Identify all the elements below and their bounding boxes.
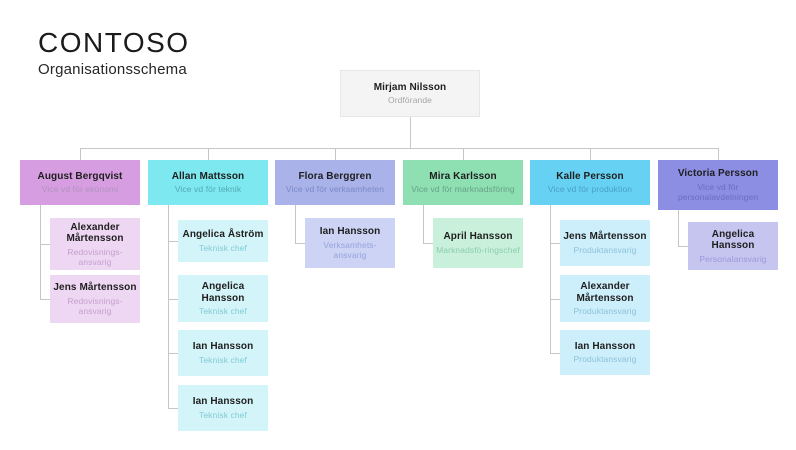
person-name: Mira Karlsson	[429, 170, 497, 182]
stub-connector-line	[40, 244, 50, 245]
stub-connector-line	[168, 241, 178, 242]
branch-connector-line	[208, 148, 209, 160]
stub-connector-line	[295, 243, 305, 244]
branch-connector-line	[463, 148, 464, 160]
person-title: Produktansvarig	[573, 244, 637, 255]
company-title: CONTOSO	[38, 27, 190, 58]
person-title: Teknisk chef	[199, 409, 247, 420]
stub-connector-line	[168, 353, 178, 354]
person-title: Produktansvarig	[573, 354, 637, 365]
person-title: Verksamhets-ansvarig	[323, 239, 377, 260]
stub-connector-line	[550, 243, 560, 244]
stub-connector-line	[168, 408, 178, 409]
person-title: Teknisk chef	[199, 306, 247, 316]
person-name: Mirjam Nilsson	[373, 81, 447, 93]
person-name: Victoria Persson	[677, 168, 759, 180]
person-name: Ian Hansson	[319, 226, 381, 238]
hang-connector-line	[168, 205, 169, 408]
person-title: Personalansvarig	[699, 253, 767, 264]
hang-connector-line	[550, 205, 551, 353]
person-title: Vice vd för personalavdelningen	[677, 181, 759, 202]
person-name: Ian Hansson	[574, 340, 636, 352]
stub-connector-line	[550, 298, 560, 300]
chart-header: CONTOSO Organisationsschema	[38, 27, 190, 79]
branch-connector-line	[590, 148, 591, 160]
person-name: Alexander Mårtensson	[66, 221, 124, 245]
person-title: Vice vd för marknadsföring	[411, 184, 515, 195]
stub-connector-line	[40, 299, 50, 300]
hang-connector-line	[40, 205, 41, 299]
person-name: Flora Berggren	[298, 170, 372, 182]
stub-connector-line	[550, 352, 560, 354]
person-name: April Hansson	[443, 231, 513, 243]
person-name: Allan Mattsson	[171, 170, 245, 182]
root-connector-line	[410, 117, 411, 149]
person-name: Alexander Mårtensson	[576, 281, 634, 304]
person-name: Ian Hansson	[192, 341, 254, 353]
person-title: Ordförande	[388, 95, 432, 106]
person-name: August Bergqvist	[37, 170, 123, 182]
person-title: Redovisnings-ansvarig	[67, 295, 123, 316]
hang-connector-line	[423, 205, 424, 243]
person-title: Teknisk chef	[199, 354, 247, 365]
chart-subtitle: Organisationsschema	[38, 61, 187, 78]
person-name: Ian Hansson	[192, 396, 254, 408]
stub-connector-line	[678, 246, 688, 247]
person-name: Kalle Persson	[556, 170, 624, 182]
person-name: Angelica Hansson	[711, 228, 755, 252]
person-title: Marknadsfö-ringschef	[436, 244, 520, 255]
person-title: Vice vd för teknik	[174, 184, 242, 195]
person-title: Vice vd för verksamheten	[285, 184, 385, 195]
person-title: Teknisk chef	[199, 242, 247, 253]
hang-connector-line	[678, 210, 679, 246]
branch-connector-line	[80, 148, 81, 160]
person-name: Angelica Åström	[182, 229, 264, 241]
person-title: Vice vd för produktion	[547, 184, 633, 195]
person-name: Jens Mårtensson	[53, 282, 137, 294]
stub-connector-line	[168, 298, 178, 300]
stub-connector-line	[423, 243, 433, 244]
branch-connector-line	[335, 148, 336, 160]
person-name: Jens Mårtensson	[563, 231, 647, 243]
rail-connector-line	[80, 148, 718, 149]
person-title: Produktansvarig	[573, 306, 637, 316]
branch-connector-line	[718, 148, 719, 160]
person-title: Redovisnings-ansvarig	[67, 246, 123, 267]
hang-connector-line	[295, 205, 296, 243]
person-title: Vice vd för ekonomi	[41, 184, 119, 195]
person-name: Angelica Hansson	[201, 281, 245, 304]
